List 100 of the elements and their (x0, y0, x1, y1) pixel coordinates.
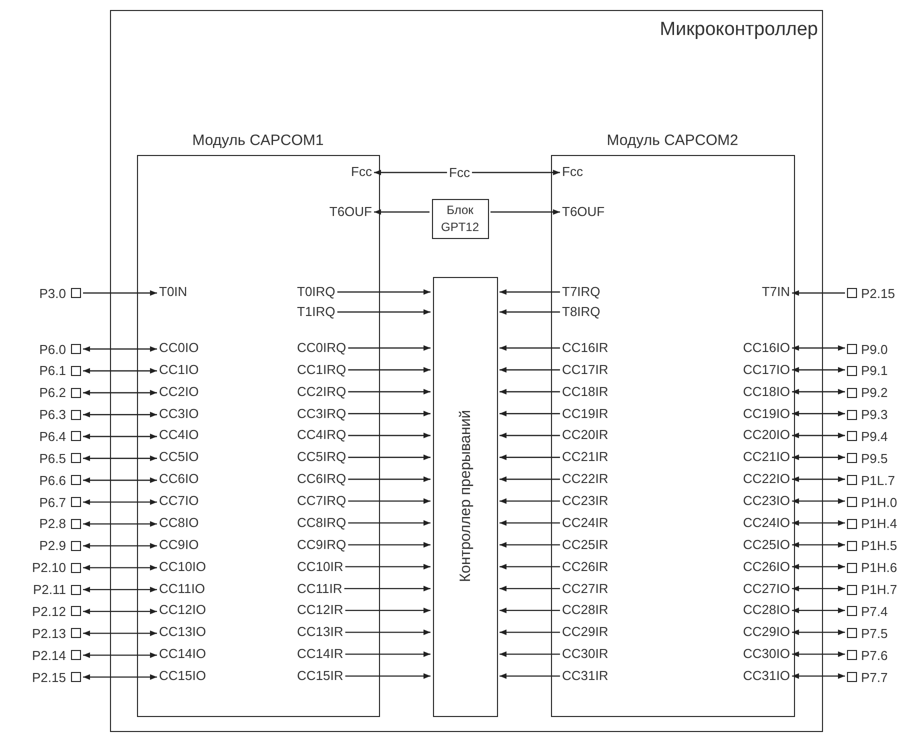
signal-label: CC2IRQ (297, 384, 346, 400)
arrow (792, 630, 845, 636)
signal-label: CC10IO (159, 558, 206, 575)
arrow (337, 289, 430, 295)
arrow (348, 388, 430, 395)
pin-label: P2.11 (32, 582, 66, 598)
arrow (348, 367, 430, 373)
signal-label: CC28IO (743, 602, 790, 618)
pin-label: P6.2 (39, 385, 66, 400)
signal-label: CC26IO (743, 558, 790, 575)
pin-label: P1H.4 (861, 516, 898, 532)
arrow (83, 456, 157, 462)
arrow (83, 630, 157, 636)
signal-label: CC13IO (159, 624, 206, 640)
signal-label: CC19IO (743, 406, 790, 422)
pin-label: P9.1 (861, 363, 888, 378)
pin-label: P2.15 (32, 670, 66, 685)
arrow (792, 542, 845, 548)
arrow (792, 608, 845, 614)
signal-label: CC8IO (159, 514, 199, 531)
arrow (337, 309, 430, 315)
signal-label: CC16IO (743, 340, 790, 356)
pin-label: P7.4 (861, 604, 888, 619)
arrow (792, 520, 845, 526)
signal-label: CC11IO (159, 580, 205, 597)
signal-label: CC9IO (159, 536, 199, 553)
module-title: Модуль CAPCOM1 (192, 132, 324, 148)
arrow (500, 309, 560, 315)
arrow (500, 345, 560, 351)
signal-label: CC20IO (743, 427, 790, 444)
pin-label: P1H.0 (861, 494, 898, 510)
arrow (792, 673, 845, 679)
arrow (500, 520, 560, 526)
arrow (500, 432, 560, 438)
arrow (83, 564, 157, 570)
signal-label: CC25IO (743, 536, 790, 553)
signal-label: CC24IR (562, 514, 608, 531)
signal-label: Fcc (449, 164, 470, 180)
pin-label: P6.1 (39, 363, 66, 378)
arrow (348, 410, 430, 416)
signal-label: T7IRQ (562, 284, 600, 300)
arrow (348, 345, 430, 351)
signal-label: CC27IO (743, 580, 790, 597)
pin-label: P7.7 (861, 670, 888, 685)
signal-label: CC1IO (159, 362, 199, 378)
signal-label: T0IRQ (297, 284, 336, 300)
signal-label: CC25IR (562, 536, 608, 553)
arrow (792, 290, 845, 296)
arrow (83, 434, 157, 440)
arrow (792, 367, 845, 373)
signal-label: CC15IO (159, 668, 206, 684)
arrow (348, 476, 430, 482)
pin-label: P2.15 (861, 286, 895, 300)
arrow (500, 542, 560, 548)
signal-label: Fcc (562, 164, 583, 180)
signal-label: CC29IO (743, 624, 790, 640)
arrow (500, 586, 560, 592)
arrow (500, 608, 560, 614)
arrow (500, 498, 560, 504)
chip-title: Микроконтроллер (660, 19, 818, 41)
signal-label: CC2IO (159, 384, 199, 400)
signal-label: T1IRQ (297, 304, 336, 320)
signal-label: T6OUF (329, 204, 372, 220)
arrow (490, 209, 560, 215)
pin-label: P3.0 (39, 286, 66, 300)
arrow (792, 651, 845, 657)
arrow (344, 586, 430, 592)
signal-label: CC26IR (562, 558, 608, 575)
arrow (500, 367, 560, 373)
signal-label: CC31IO (743, 668, 790, 684)
arrow (500, 651, 560, 657)
arrow (792, 564, 845, 570)
signal-label: CC7IO (159, 493, 199, 510)
signal-label: CC14IO (159, 646, 206, 662)
arrow (500, 630, 560, 636)
arrow (500, 673, 560, 679)
signal-label: CC13IR (297, 624, 344, 640)
arrow (83, 290, 157, 296)
signal-label: Fcc (351, 164, 372, 180)
arrow (500, 564, 560, 570)
arrow (792, 476, 845, 482)
signal-label: CC18IR (562, 384, 608, 400)
arrow (374, 209, 430, 215)
arrow (348, 520, 430, 526)
pin-label: P9.2 (861, 385, 888, 400)
signal-label: CC6IRQ (297, 471, 346, 488)
arrow (500, 410, 560, 416)
arrow (83, 674, 157, 680)
arrow (348, 498, 430, 504)
arrow (83, 390, 157, 396)
signal-label: CC27IR (562, 580, 608, 597)
signal-label: CC23IR (562, 493, 608, 510)
arrow (792, 345, 845, 351)
pin-label: P2.13 (32, 626, 66, 641)
pin-label: P2.10 (32, 560, 66, 576)
signal-label: CC31IR (562, 668, 608, 684)
arrow (472, 170, 560, 176)
arrow (500, 289, 560, 295)
signal-label: CC20IR (562, 427, 608, 444)
signal-label: CC6IO (159, 471, 199, 488)
